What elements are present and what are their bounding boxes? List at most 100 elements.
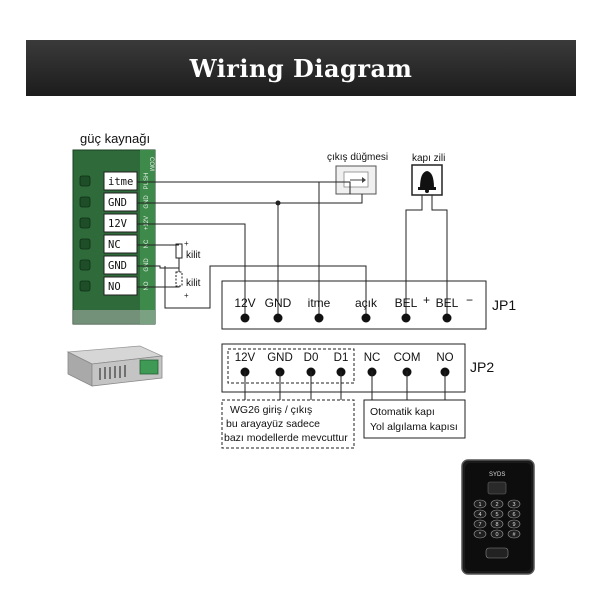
jp1-box [221, 280, 487, 330]
auto-door-note-line-2: Yol algılama kapısı [370, 421, 458, 433]
terminal-label-box [103, 276, 138, 296]
terminal-screw [79, 259, 91, 271]
board-print-label: PUSH [144, 173, 150, 190]
wg26-note-line-3: bazı modellerde mevcuttur [224, 432, 348, 444]
terminal-screw [79, 280, 91, 292]
jp1-pin-label: BEL [395, 296, 418, 310]
power-supply-photo [66, 345, 164, 387]
terminal-screw [79, 238, 91, 250]
terminal-label-box [103, 255, 138, 275]
exit-button-label: çıkış düğmesi [327, 152, 388, 163]
jp2-pin-label: 12V [235, 352, 256, 364]
jp2-pin-label: NO [436, 352, 453, 364]
lock-1-label: kilit [186, 250, 201, 261]
keypad-key-label: 4 [478, 512, 481, 518]
wg26-note-line-2: bu arayayüz sadece [226, 418, 320, 430]
board-print-label: GND [144, 195, 150, 209]
terminal-screw [79, 217, 91, 229]
jp2-pin-label: GND [267, 352, 293, 364]
jp1-pins: 12V GND itme açık BEL BEL [234, 296, 459, 323]
wiegand-dashed-group [227, 348, 355, 384]
board-print-label: NC [144, 239, 150, 248]
exit-button-icon [335, 165, 377, 195]
jp1-pin-dot [273, 313, 283, 323]
lock-1-icon [175, 243, 183, 259]
jp1-name: JP1 [492, 297, 516, 313]
keypad-key-label: 5 [495, 512, 498, 518]
lock-2-icon [175, 271, 183, 287]
wg26-note-line-1: WG26 giriş / çıkış [230, 404, 312, 416]
keypad-key-label: 7 [478, 522, 481, 528]
jp1-pin-dot [240, 313, 250, 323]
terminal-label-box [103, 171, 138, 191]
jp1-pin-dot [361, 313, 371, 323]
terminal-label: GND [108, 260, 127, 272]
door-bell-icon [411, 164, 443, 196]
jp2-pin-label: D0 [304, 352, 319, 364]
jp1-pin-dot [442, 313, 452, 323]
jp1-pin-label: BEL [436, 296, 459, 310]
jp1-pin-label: açık [355, 296, 378, 310]
terminal-screw [79, 175, 91, 187]
keypad-key [473, 529, 487, 539]
terminal-label-box [103, 192, 138, 212]
door-bell-label: kapı zili [412, 153, 445, 164]
lock-symbols: + + kilit kilit [175, 239, 201, 300]
power-supply-label: güç kaynağı [80, 131, 150, 146]
wires [137, 181, 448, 316]
keypad-key-label: 3 [512, 502, 515, 508]
jp1-pin-label: itme [308, 296, 331, 310]
jp2-pin-label: D1 [334, 352, 349, 364]
keypad-key [473, 519, 487, 529]
terminal-label: GND [108, 197, 127, 209]
jp1-minus: − [466, 293, 473, 307]
keypad-key [473, 509, 487, 519]
terminal-screw [79, 196, 91, 208]
keypad-key [507, 499, 521, 509]
jp2-box [221, 343, 466, 393]
lock-2-label: kilit [186, 278, 201, 289]
keypad-key [507, 529, 521, 539]
terminal-label: NC [108, 239, 121, 251]
keypad-key-label: 9 [512, 522, 515, 528]
keypad-key [507, 509, 521, 519]
board-print-label: GND [144, 258, 150, 272]
terminal-label: itme [108, 176, 133, 188]
keypad-key [490, 499, 504, 509]
power-supply-terminals: itme PUSH GND GND 12V +12V NC NC GND GND NO NO [79, 171, 150, 296]
keypad-key [490, 509, 504, 519]
keypad-brand: SYDS [489, 472, 505, 478]
terminal-label: NO [108, 281, 121, 293]
keypad-key-label: 8 [495, 522, 498, 528]
auto-door-note-line-1: Otomatik kapı [370, 406, 435, 418]
diagram-title: Wiring Diagram [189, 53, 413, 83]
board-print-label: +12V [144, 216, 150, 230]
jp1-pin-label: GND [265, 296, 292, 310]
jp1-pin-label: 12V [234, 296, 255, 310]
jp1-plus: + [423, 293, 430, 307]
jp2-name: JP2 [470, 359, 494, 375]
wg26-note-box [221, 399, 355, 449]
keypad-key-label: 1 [478, 502, 481, 508]
keypad-key [473, 499, 487, 509]
title-banner: Wiring Diagram [26, 40, 576, 96]
terminal-label: 12V [108, 218, 128, 230]
keypad-key [490, 519, 504, 529]
terminal-label-box [103, 213, 138, 233]
power-supply-top-mark: COM [148, 157, 154, 171]
keypad-key-label: * [479, 532, 482, 538]
jp1-pin-dot [314, 313, 324, 323]
keypad-key-label: # [512, 532, 516, 538]
keypad-key-label: 0 [495, 532, 498, 538]
board-print-label: NO [144, 281, 150, 290]
jp2-wires [244, 371, 446, 400]
keypad-key [490, 529, 504, 539]
svg-text:+: + [184, 239, 189, 248]
keypad-key [507, 519, 521, 529]
jp2-pin-label: COM [394, 352, 421, 364]
svg-text:+: + [184, 291, 189, 300]
terminal-label-box [103, 234, 138, 254]
